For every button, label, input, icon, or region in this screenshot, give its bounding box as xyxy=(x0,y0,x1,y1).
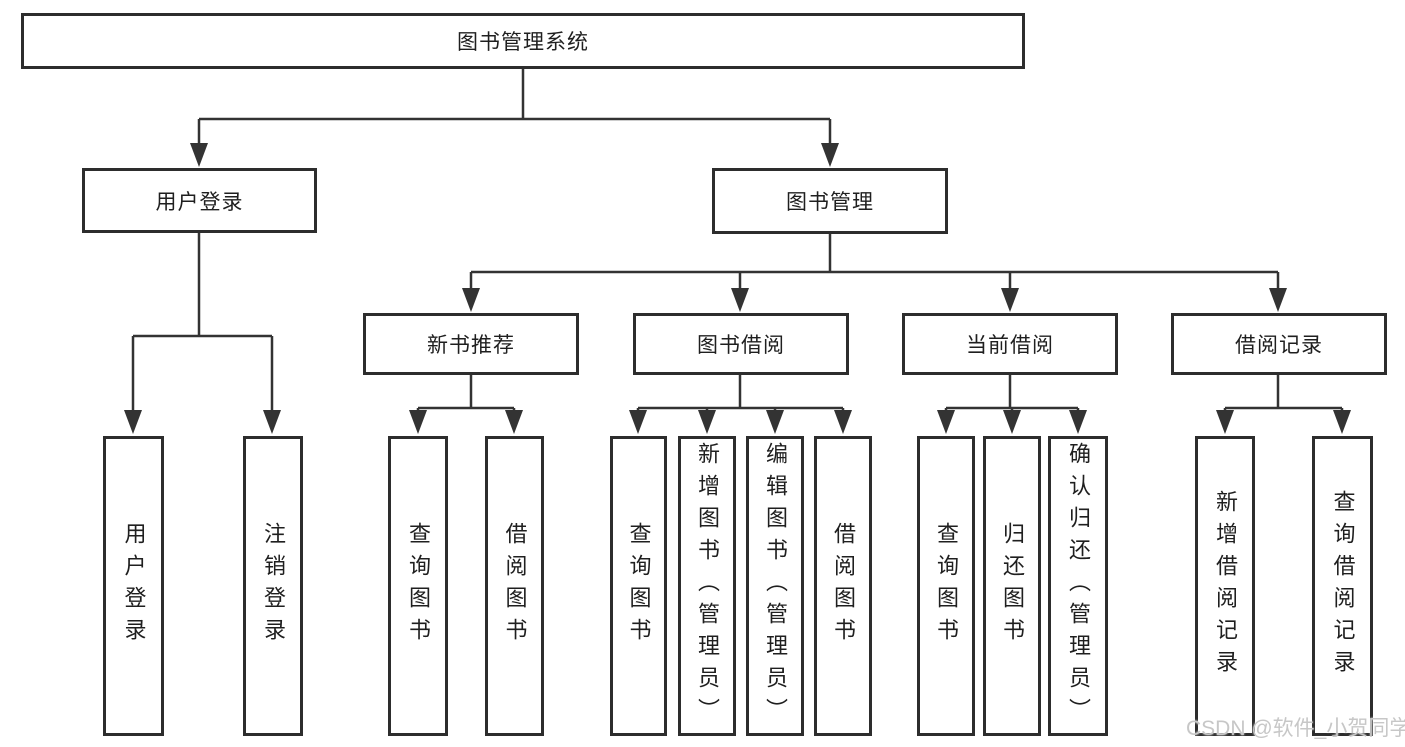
leaf-edit-books-admin: 编辑图书（管理员） xyxy=(746,436,804,736)
leaf-query-books-2: 查询图书 xyxy=(610,436,667,736)
node-borrowing-records: 借阅记录 xyxy=(1171,313,1387,375)
arrowhead-leaf xyxy=(766,410,784,434)
arrowhead-leaf xyxy=(505,410,523,434)
node-book-borrowing: 图书借阅 xyxy=(633,313,849,375)
leaf-label: 新增图书（管理员） xyxy=(695,442,720,730)
node-user-login: 用户登录 xyxy=(82,168,317,233)
arrowhead-leaf xyxy=(1333,410,1351,434)
leaf-add-books-admin: 新增图书（管理员） xyxy=(678,436,736,736)
arrowhead-leaf xyxy=(834,410,852,434)
leaf-label: 借阅图书 xyxy=(502,522,528,650)
node-book-borrowing-label: 图书借阅 xyxy=(697,334,785,357)
leaf-return-books: 归还图书 xyxy=(983,436,1041,736)
connector-new-book-leaves xyxy=(416,406,516,414)
leaf-query-books-3: 查询图书 xyxy=(917,436,975,736)
node-root: 图书管理系统 xyxy=(21,13,1025,69)
arrowhead-borrowing-records xyxy=(1269,288,1287,312)
leaf-confirm-return-admin: 确认归还（管理员） xyxy=(1048,436,1108,736)
leaf-label: 查询图书 xyxy=(626,522,652,650)
leaf-user-login: 用户登录 xyxy=(103,436,164,736)
leaf-add-borrow-record: 新增借阅记录 xyxy=(1195,436,1255,736)
leaf-label: 借阅图书 xyxy=(831,522,856,650)
connector-book-management-to-level3 xyxy=(469,234,1280,294)
arrowhead-current-borrowing xyxy=(1001,288,1019,312)
arrowhead-leaf xyxy=(1003,410,1021,434)
arrowhead-leaf xyxy=(1069,410,1087,434)
leaf-logout: 注销登录 xyxy=(243,436,303,736)
connector-borrowing-records-leaves xyxy=(1223,406,1344,414)
node-book-management-label: 图书管理 xyxy=(786,191,874,214)
leaf-query-borrow-record: 查询借阅记录 xyxy=(1312,436,1373,736)
arrowhead-leaf-logout xyxy=(263,410,281,434)
leaf-label: 确认归还（管理员） xyxy=(1066,442,1091,730)
node-borrowing-records-label: 借阅记录 xyxy=(1235,334,1323,357)
arrowhead-leaf xyxy=(937,410,955,434)
leaf-label: 查询借阅记录 xyxy=(1330,490,1356,682)
arrowhead-new-book xyxy=(462,288,480,312)
leaf-query-books-1: 查询图书 xyxy=(388,436,448,736)
leaf-label: 查询图书 xyxy=(934,522,959,650)
leaf-label: 编辑图书（管理员） xyxy=(763,442,788,730)
node-book-management: 图书管理 xyxy=(712,168,948,234)
leaf-label: 用户登录 xyxy=(121,522,147,650)
node-user-login-label: 用户登录 xyxy=(155,190,244,214)
connector-user-login-to-leaves xyxy=(131,233,274,414)
leaf-label: 归还图书 xyxy=(1000,522,1025,650)
node-new-book-recommendation: 新书推荐 xyxy=(363,313,579,375)
watermark: CSDN @软件_小贺同学 xyxy=(1186,717,1405,740)
arrowhead-book-borrowing xyxy=(731,288,749,312)
node-root-label: 图书管理系统 xyxy=(457,31,589,54)
arrowhead-leaf-login xyxy=(124,410,142,434)
leaf-borrow-books-2: 借阅图书 xyxy=(814,436,872,736)
node-new-book-recommendation-label: 新书推荐 xyxy=(427,334,515,357)
connector-level3-stems xyxy=(469,375,1280,408)
leaf-label: 查询图书 xyxy=(406,522,431,650)
node-current-borrowing-label: 当前借阅 xyxy=(966,334,1054,357)
leaf-label: 注销登录 xyxy=(261,522,286,650)
arrowhead-book-management xyxy=(821,143,839,167)
node-current-borrowing: 当前借阅 xyxy=(902,313,1118,375)
arrowhead-leaf xyxy=(629,410,647,434)
leaf-borrow-books-1: 借阅图书 xyxy=(485,436,544,736)
arrowhead-leaf xyxy=(409,410,427,434)
connector-root-to-level2 xyxy=(197,69,832,148)
arrowhead-user-login xyxy=(190,143,208,167)
leaf-label: 新增借阅记录 xyxy=(1213,490,1238,682)
arrowhead-leaf xyxy=(1216,410,1234,434)
arrowhead-leaf xyxy=(698,410,716,434)
connector-book-borrowing-leaves xyxy=(636,406,845,414)
